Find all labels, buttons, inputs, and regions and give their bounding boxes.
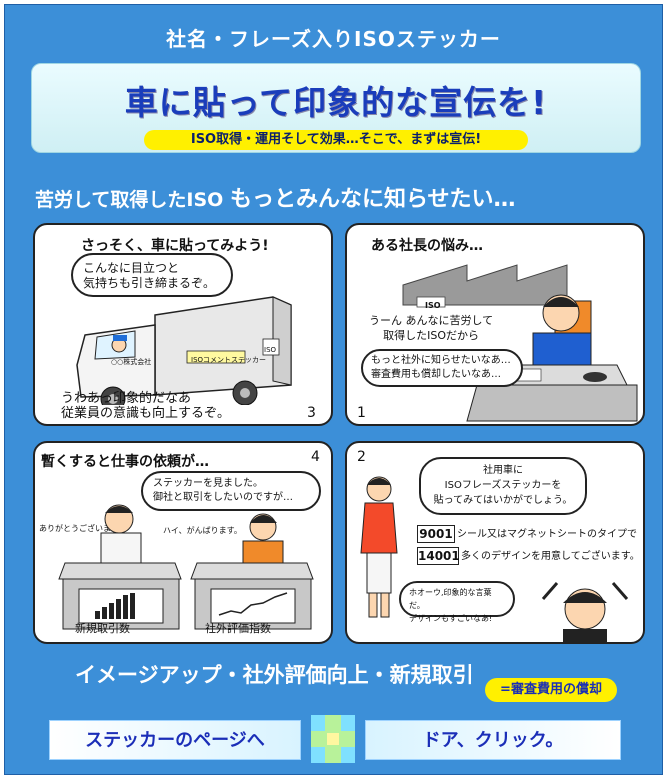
code-9001: 9001 <box>417 525 455 543</box>
speech-bubble: こんなに目立つと 気持ちも引き締まるぞ。 <box>71 253 233 297</box>
speech-bubble: 社用車に ISOフレーズステッカーを 貼ってみてはいかがでしょう。 <box>419 457 587 515</box>
comic-panel-proposal: 2 社用車に ISOフレーズステッカーを 貼ってみてはいかがでしょう。 9001… <box>345 441 645 644</box>
thought-bubble: ホオーウ,印象的な言葉だ。 デザインもすごいなあ! <box>399 581 515 623</box>
truck-illustration <box>76 296 292 405</box>
panel-caption: うわあっ印象的だなあ 従業員の意識も向上するぞ。 <box>61 391 231 421</box>
thought-bubble: もっと社外に知らせたいなあ… 審査費用も償却したいなあ… <box>361 349 523 387</box>
headline-banner: 車に貼って印象的な宣伝を! ISO取得・運用そして効果…そこで、まずは宣伝! <box>31 63 641 153</box>
sticker-page-link[interactable]: ステッカーのページへ <box>49 720 301 760</box>
external-rating-label: 社外評価指数 <box>205 622 271 635</box>
bar-graph <box>95 593 135 619</box>
panel-number: 2 <box>357 449 366 465</box>
cost-recovery-badge: =審査費用の償却 <box>485 678 617 702</box>
left-speech: ありがとうございます。 <box>39 524 127 533</box>
panel-title: 暫くすると仕事の依頼が… <box>41 454 209 470</box>
truck-company-text: ○○株式会社 <box>111 358 152 366</box>
truck-iso-mark: ISO <box>264 346 277 354</box>
poster-frame: 社名・フレーズ入りISOステッカー 車に貼って印象的な宣伝を! ISO取得・運用… <box>4 4 663 775</box>
president-speech: うーん あんなに苦労して 取得したISOだから <box>369 314 494 342</box>
comic-panel-president: ある社長の悩み… ISO うーん あんなに苦労して 取得したISOだから もっと… <box>345 223 645 426</box>
bottom-benefits: イメージアップ・社外評価向上・新規取引 <box>75 663 474 687</box>
section-heading: 苦労して取得したISO もっとみんなに知らせたい… <box>35 181 516 213</box>
line-graph <box>218 592 288 616</box>
panel-number: 4 <box>311 449 320 465</box>
building-iso-label: ISO <box>425 301 441 310</box>
comic-panel-truck: さっそく、車に貼ってみよう! こんなに目立つと 気持ちも引き締まるぞ。 ○○株式… <box>33 223 333 426</box>
section-heading-b: もっとみんなに知らせたい… <box>229 187 516 212</box>
comic-panel-requests: 暫くすると仕事の依頼が… 4 ステッカーを見ました。 御社と取引をしたいのですが… <box>33 441 333 644</box>
code-9001-text: シール又はマグネットシートのタイプで <box>457 529 637 540</box>
headline-subtext: ISO取得・運用そして効果…そこで、まずは宣伝! <box>144 130 528 150</box>
page-title: 社名・フレーズ入りISOステッカー <box>166 27 501 51</box>
panel-number: 3 <box>307 405 316 421</box>
code-14001: 14001 <box>417 547 460 565</box>
truck-sticker-label: ISOコメントステッカー <box>191 356 267 364</box>
panel-title: ある社長の悩み… <box>371 238 483 254</box>
headline-text: 車に貼って印象的な宣伝を! <box>124 83 548 122</box>
workers-illustration <box>58 504 314 630</box>
right-speech: ハイ、がんばります。 <box>163 526 242 535</box>
panel-title: さっそく、車に貼ってみよう! <box>81 238 269 254</box>
speech-bubble: ステッカーを見ました。 御社と取引をしたいのですが… <box>141 471 321 511</box>
door-click-link[interactable]: ドア、クリック。 <box>365 720 621 760</box>
code-14001-text: 多くのデザインを用意してございます。 <box>461 551 640 562</box>
panel-number: 1 <box>357 405 366 421</box>
office-illustration <box>402 264 638 422</box>
door-icon[interactable] <box>309 713 357 765</box>
new-deals-label: 新規取引数 <box>75 622 130 635</box>
section-heading-a: 苦労して取得したISO <box>35 189 230 211</box>
sales-illustration <box>360 476 629 642</box>
